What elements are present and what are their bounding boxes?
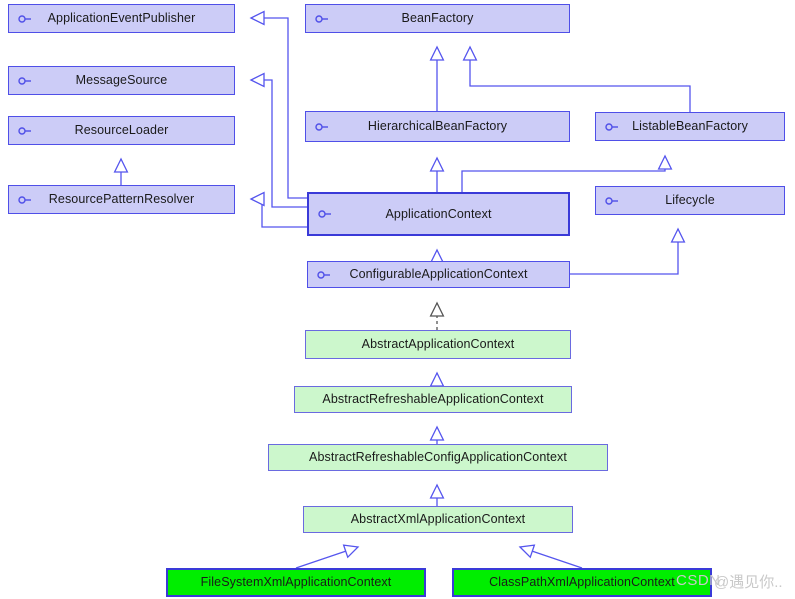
node-label: MessageSource <box>75 73 168 88</box>
interface-icon <box>18 195 31 204</box>
edge-applicationcontext-to-resourcepatternresolver <box>249 191 307 228</box>
edge-classpathxmlapplicationcontext-to-abstractxmlapplicationcontext <box>518 544 583 569</box>
watermark-brand: CSDN <box>676 572 721 589</box>
node-label: ListableBeanFactory <box>632 119 748 134</box>
node-label: Lifecycle <box>665 193 715 208</box>
interface-icon <box>605 122 618 131</box>
node-file-system-xml-application-context[interactable]: FileSystemXmlApplicationContext <box>166 568 426 597</box>
edge-filesystemxmlapplicationcontext-to-abstractxmlapplicationcontext <box>295 544 360 569</box>
node-message-source[interactable]: MessageSource <box>8 66 235 95</box>
node-label: AbstractApplicationContext <box>361 337 515 352</box>
node-listable-bean-factory[interactable]: ListableBeanFactory <box>595 112 785 141</box>
interface-icon <box>318 210 331 218</box>
node-label: BeanFactory <box>401 11 474 26</box>
node-bean-factory[interactable]: BeanFactory <box>305 4 570 33</box>
node-label: HierarchicalBeanFactory <box>367 119 508 134</box>
interface-icon <box>315 122 328 131</box>
node-label: ApplicationContext <box>385 206 492 221</box>
interface-icon <box>18 76 31 85</box>
node-label: AbstractRefreshableConfigApplicationCont… <box>309 450 567 465</box>
node-label: AbstractXmlApplicationContext <box>350 512 526 527</box>
watermark-handle: @遇见你.. <box>714 574 783 591</box>
interface-icon <box>18 14 31 23</box>
interface-icon <box>317 270 330 279</box>
interface-icon <box>315 14 328 23</box>
edge-applicationcontext-to-messagesource <box>249 72 307 208</box>
node-lifecycle[interactable]: Lifecycle <box>595 186 785 215</box>
node-label: ClassPathXmlApplicationContext <box>489 575 675 590</box>
node-abstract-refreshable-config-application-context[interactable]: AbstractRefreshableConfigApplicationCont… <box>268 444 608 471</box>
node-label: FileSystemXmlApplicationContext <box>200 575 392 590</box>
edge-listablebeanfactory-to-beanfactory <box>462 45 691 112</box>
node-resource-loader[interactable]: ResourceLoader <box>8 116 235 145</box>
node-abstract-refreshable-application-context[interactable]: AbstractRefreshableApplicationContext <box>294 386 572 413</box>
edge-applicationcontext-to-applicationeventpublisher <box>249 10 307 199</box>
node-label: ResourceLoader <box>74 123 169 138</box>
node-class-path-xml-application-context[interactable]: ClassPathXmlApplicationContext <box>452 568 712 597</box>
node-label: AbstractRefreshableApplicationContext <box>322 392 544 407</box>
edge-configurableapplicationcontext-to-lifecycle <box>570 227 686 275</box>
node-application-event-publisher[interactable]: ApplicationEventPublisher <box>8 4 235 33</box>
node-abstract-xml-application-context[interactable]: AbstractXmlApplicationContext <box>303 506 573 533</box>
node-label: ResourcePatternResolver <box>48 192 195 207</box>
interface-icon <box>18 126 31 135</box>
node-configurable-application-context[interactable]: ConfigurableApplicationContext <box>307 261 570 288</box>
interface-icon <box>605 196 618 205</box>
node-label: ConfigurableApplicationContext <box>349 267 528 282</box>
node-abstract-application-context[interactable]: AbstractApplicationContext <box>305 330 571 359</box>
node-label: ApplicationEventPublisher <box>47 11 196 26</box>
node-resource-pattern-resolver[interactable]: ResourcePatternResolver <box>8 185 235 214</box>
node-application-context[interactable]: ApplicationContext <box>307 192 570 236</box>
node-hierarchical-bean-factory[interactable]: HierarchicalBeanFactory <box>305 111 570 142</box>
